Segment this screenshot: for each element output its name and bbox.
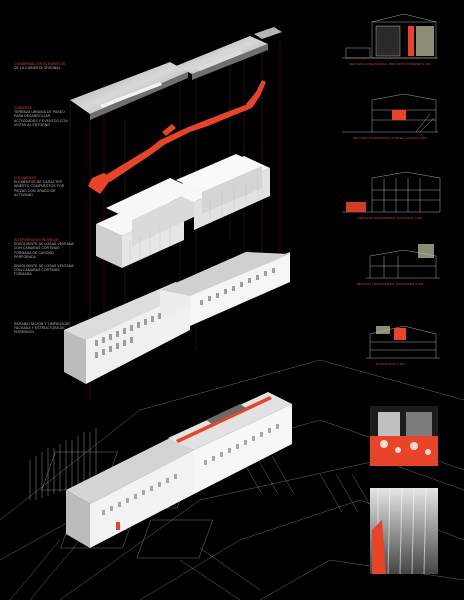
label-rehabilitacion: REHABILITACION Y LIMPIEZA DE FACHADA Y E… bbox=[14, 322, 74, 335]
section-2 bbox=[342, 93, 438, 133]
light-rays bbox=[29, 428, 97, 500]
section-5 bbox=[366, 325, 440, 359]
label-intervencion: INTERVENCION INTERIOR ENVOLVENTE DE LOSA… bbox=[14, 238, 74, 259]
label-body: ENVOLVENTE DE LOSAS VENTANA CON CAMARAS … bbox=[14, 264, 74, 277]
section-caption-2: SECCION TRANSVERSAL POR EL ACCESO 1:300 bbox=[353, 136, 427, 140]
section-caption-5: ALZADO SUR 1:300 bbox=[375, 362, 405, 366]
interior-render-2 bbox=[370, 487, 438, 575]
label-body: TERRAZA URBANA DE PASEO PARA DESARROLLAR… bbox=[14, 110, 68, 127]
label-body: REHABILITACION Y LIMPIEZA DE FACHADA Y E… bbox=[14, 322, 70, 335]
volumes-layer bbox=[96, 154, 270, 268]
assembled-building bbox=[66, 392, 292, 548]
label-body: DE LA CUBIERTA ORIGINAL bbox=[14, 66, 61, 71]
label-volumenes: VOLUMENES ELEMENTOS DE CARACTER ABIERTO … bbox=[14, 176, 74, 197]
facade-layer bbox=[64, 252, 290, 384]
label-body: ELEMENTOS DE CARACTER ABIERTO COMPUESTOS… bbox=[14, 180, 65, 197]
red-route-layer bbox=[88, 80, 266, 194]
label-envolvente: ENVOLVENTE DE LOSAS VENTANA CON CAMARAS … bbox=[14, 264, 74, 277]
label-cubierta: CUBIERTA TERRAZA URBANA DE PASEO PARA DE… bbox=[14, 106, 74, 127]
section-1 bbox=[342, 13, 438, 59]
roof-layer bbox=[70, 27, 282, 120]
label-heading: VOLUMENES bbox=[14, 176, 37, 180]
interior-render-1 bbox=[370, 406, 438, 466]
section-caption-4: SECCION TRANSVERSAL POR RAMPA 1:300 bbox=[356, 282, 424, 286]
label-heading: CUBIERTA bbox=[14, 106, 32, 110]
label-roof-conservation: CONSERVACION ELEMENTOS DE LA CUBIERTA OR… bbox=[14, 62, 74, 70]
label-heading: CONSERVACION ELEMENTOS bbox=[14, 62, 66, 66]
label-body: ENVOLVENTE DE LOSAS VENTANA CON CAMARAS … bbox=[14, 242, 74, 259]
section-4 bbox=[366, 244, 440, 279]
section-caption-1: SECCION LONGITUDINAL POR PATIO INTERIOR … bbox=[349, 62, 431, 66]
section-caption-3: SECCION TRANSVERSAL POR NAVE 1:300 bbox=[357, 216, 423, 220]
label-heading: INTERVENCION INTERIOR bbox=[14, 238, 59, 242]
section-3 bbox=[342, 171, 441, 213]
